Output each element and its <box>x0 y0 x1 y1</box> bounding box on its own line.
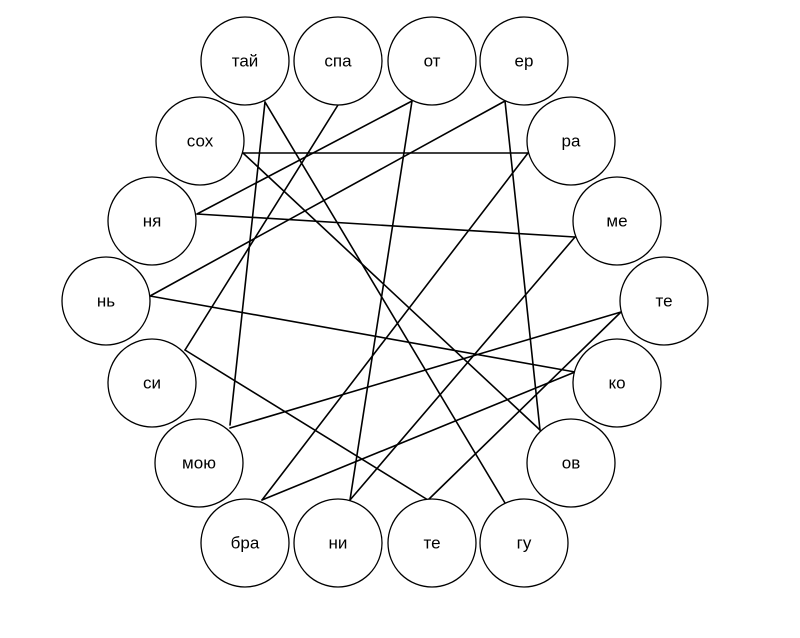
syllable-node: сох <box>155 96 245 186</box>
nodes: тай спа от ер сох ра ня ме нь те си ко мою ов бра ни те г… <box>61 16 709 588</box>
node-circle <box>479 498 569 588</box>
syllable-node: ер <box>479 16 569 106</box>
node-circle <box>387 498 477 588</box>
node-circle <box>61 256 151 346</box>
edge-n8-n16 <box>349 236 576 501</box>
edge-n4-n14 <box>504 100 541 431</box>
node-label: бра <box>231 534 260 553</box>
node-label: ни <box>329 534 348 553</box>
node-label: си <box>143 374 161 393</box>
node-circle <box>479 16 569 106</box>
edge-n2-n11 <box>184 104 339 351</box>
edge-n1-n13 <box>229 101 266 426</box>
node-label: ов <box>562 454 581 473</box>
syllable-node: бра <box>200 498 290 588</box>
edge-n1-n18 <box>264 101 506 504</box>
node-circle <box>154 418 244 508</box>
node-circle <box>200 498 290 588</box>
syllable-node: нь <box>61 256 151 346</box>
syllable-node: ни <box>293 498 383 588</box>
node-label: гу <box>517 534 532 553</box>
node-label: ня <box>143 212 162 231</box>
syllable-node: спа <box>293 16 383 106</box>
edge-n12-n15 <box>261 371 576 501</box>
node-label: те <box>423 534 440 553</box>
syllable-node: ня <box>107 176 197 266</box>
syllable-node: гу <box>479 498 569 588</box>
syllable-node: ра <box>526 96 616 186</box>
node-label: спа <box>324 52 352 71</box>
edge-n6-n15 <box>261 152 529 501</box>
node-label: ко <box>608 374 625 393</box>
syllable-node: мою <box>154 418 244 508</box>
node-label: сох <box>187 132 214 151</box>
node-circle <box>293 498 383 588</box>
node-circle <box>200 16 290 106</box>
node-circle <box>619 256 709 346</box>
node-circle <box>107 176 197 266</box>
node-circle <box>572 176 662 266</box>
node-label: тай <box>232 52 259 71</box>
edge-n9-n12 <box>149 295 576 373</box>
edge-n10-n13 <box>229 311 622 429</box>
node-circle <box>293 16 383 106</box>
edge-n5-n14 <box>242 152 541 431</box>
node-circle <box>572 338 662 428</box>
node-label: мою <box>182 454 216 473</box>
node-circle <box>526 96 616 186</box>
node-circle <box>155 96 245 186</box>
node-label: те <box>655 292 672 311</box>
syllable-node: ме <box>572 176 662 266</box>
syllable-node: те <box>619 256 709 346</box>
edge-n12-n17 <box>427 311 622 501</box>
edge-n4-n9 <box>149 100 506 297</box>
node-circle <box>526 418 616 508</box>
edge-n3-n16 <box>349 100 413 501</box>
syllable-node: тай <box>200 16 290 106</box>
node-label: ра <box>562 132 581 151</box>
edge-n11-n17 <box>184 349 429 501</box>
syllable-node: ов <box>526 418 616 508</box>
syllable-node: ко <box>572 338 662 428</box>
node-label: от <box>424 52 441 71</box>
node-label: ер <box>515 52 534 71</box>
node-label: нь <box>97 292 115 311</box>
node-circle <box>107 338 197 428</box>
syllable-node: си <box>107 338 197 428</box>
edge-n7-n8 <box>196 213 576 238</box>
edge-n3-n7 <box>196 100 413 215</box>
node-label: ме <box>606 212 627 231</box>
node-circle <box>387 16 477 106</box>
syllable-node: от <box>387 16 477 106</box>
syllable-node: те <box>387 498 477 588</box>
edges <box>149 100 622 504</box>
